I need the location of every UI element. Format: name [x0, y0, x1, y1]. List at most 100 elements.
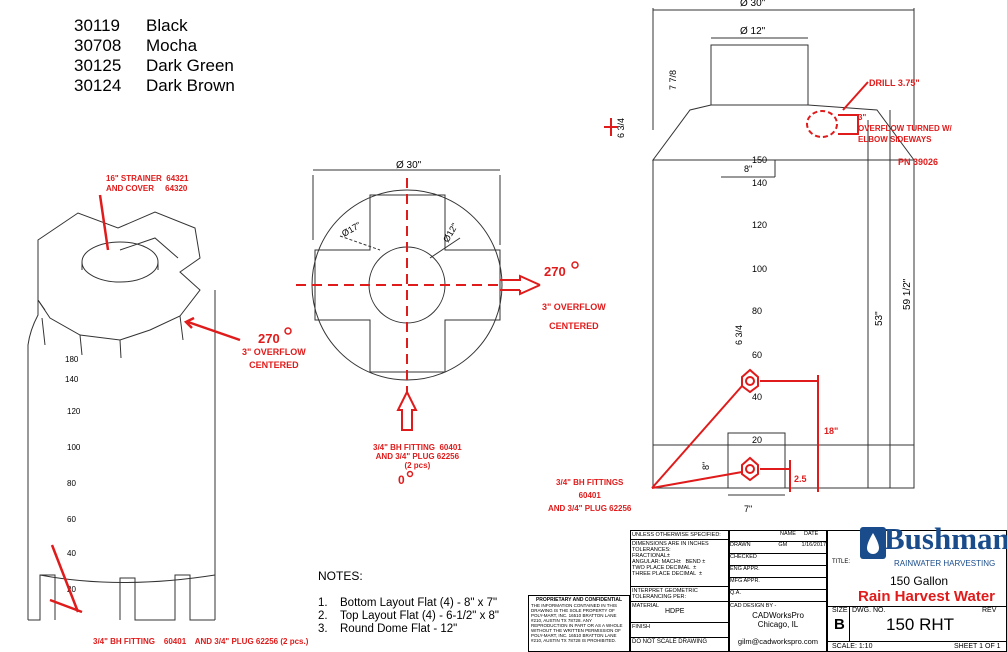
cad-city: Chicago, IL	[757, 620, 799, 629]
cad-email: gilm@cadworkspro.com	[737, 637, 819, 646]
iso-strainer-lid	[81, 241, 159, 283]
dwg-number: 150 RHT	[886, 615, 955, 634]
side-dim-7: 7"	[744, 504, 752, 514]
iso-scale-mark: 180	[65, 355, 79, 364]
side-scale-mark: 120	[752, 220, 767, 230]
note-num: 2.	[318, 610, 328, 622]
note-item: 2. Top Layout Flat (4) - 6-1/2" x 8"	[318, 610, 499, 623]
side-dia-30: Ø 30"	[740, 0, 766, 9]
drawn-date: 1/16/2017	[801, 542, 826, 548]
brand-name: Bushman	[884, 521, 1007, 556]
color-code: 30124	[74, 76, 122, 95]
material-label: MATERIAL	[632, 603, 660, 609]
top-dia-17: Ø17"	[340, 220, 363, 239]
top-overflow-label: 3" OVERFLOW CENTERED	[542, 302, 606, 331]
color-code: 30119	[74, 16, 121, 35]
name-header: NAME	[780, 531, 796, 537]
top-dia-30: Ø 30"	[396, 160, 422, 171]
note-num: 3.	[318, 623, 328, 635]
iso-tank-view	[27, 211, 216, 621]
material-cell: MATERIAL HDPE	[631, 602, 728, 623]
finish-label: FINISH	[631, 623, 728, 638]
title-box: TITLE: Bushman RAINWATER HARVESTING 150 …	[827, 521, 1007, 652]
degree-symbol	[406, 470, 414, 478]
side-dim-2-5: 2.5	[794, 474, 807, 484]
note-text: Bottom Layout Flat (4) - 8" x 7"	[340, 597, 498, 609]
rev-label: REV	[982, 607, 997, 614]
note-text: Top Layout Flat (4) - 6-1/2" x 8"	[340, 610, 500, 622]
iso-overflow-degree: 270	[258, 331, 280, 346]
note-num: 1.	[318, 597, 328, 609]
material-value: HDPE	[665, 608, 685, 615]
color-row: 30708 Mocha	[74, 36, 235, 56]
color-name: Dark Green	[146, 56, 234, 75]
color-name: Mocha	[146, 36, 198, 55]
cad-name: CADWorksPro	[752, 611, 804, 620]
iso-scale-mark: 40	[67, 549, 76, 558]
title-line1: 150 Gallon	[890, 574, 949, 588]
side-dia-12: Ø 12"	[740, 26, 766, 37]
dwg-label: DWG. NO.	[852, 607, 886, 614]
side-scale-marks: 150 140 120 100 80 60 40 20	[752, 155, 767, 445]
proprietary-heading: PROPRIETARY AND CONFIDENTIAL	[535, 597, 623, 603]
side-fitting-flat	[727, 432, 786, 489]
color-name: Dark Brown	[146, 76, 235, 95]
side-scale-mark: 20	[752, 435, 762, 445]
specs-box: UNLESS OTHERWISE SPECIFIED: DIMENSIONS A…	[630, 530, 729, 652]
side-drill-label: DRILL 3.75"	[869, 78, 920, 88]
brand-logo-icon	[860, 527, 886, 559]
color-code: 30708	[74, 36, 122, 55]
top-fitting-label: 3/4" BH FITTING 60401 AND 3/4" PLUG 6225…	[373, 443, 462, 470]
side-dim-6-3-4-b: 6 3/4	[734, 325, 744, 345]
top-dia-12: Ø12"	[441, 221, 460, 244]
top-red-markings	[296, 178, 541, 431]
side-scale-mark: 60	[752, 350, 762, 360]
side-red-markings	[604, 81, 869, 492]
degree-symbol	[284, 327, 292, 335]
side-dim-18: 18"	[824, 426, 838, 436]
side-neck	[710, 44, 809, 106]
side-fittings-label: 3/4" BH FITTINGS 60401 AND 3/4" PLUG 622…	[548, 478, 632, 513]
notes-heading: NOTES:	[318, 569, 363, 583]
side-dim-59: 59 1/2"	[902, 278, 913, 310]
unless-label: UNLESS OTHERWISE SPECIFIED:	[631, 531, 728, 540]
iso-overflow-label: 3" OVERFLOW CENTERED	[242, 347, 306, 370]
side-scale-mark: 100	[752, 264, 767, 274]
iso-scale-marks: 180 140 120 100 80 60 40 20	[65, 355, 81, 594]
title-block: PROPRIETARY AND CONFIDENTIAL THE INFORMA…	[528, 521, 1007, 652]
date-header: DATE	[804, 531, 819, 537]
divider	[828, 606, 1007, 607]
color-row: 30119 Black	[74, 16, 235, 36]
eng-label: ENG APPR.	[730, 566, 826, 578]
side-dim-53: 53"	[874, 311, 885, 326]
color-code: 30125	[74, 56, 122, 75]
proprietary-text: THE INFORMATION CONTAINED IN THIS DRAWIN…	[531, 603, 623, 643]
sheet-label: SHEET 1 OF 1	[954, 643, 1001, 650]
title-label: TITLE:	[832, 559, 851, 565]
iso-scale-mark: 140	[65, 375, 79, 384]
color-name: Black	[146, 16, 188, 35]
note-item: 1. Bottom Layout Flat (4) - 8" x 7"	[318, 597, 499, 610]
color-row: 30124 Dark Brown	[74, 76, 235, 96]
side-pn-label: PN 39026	[898, 157, 938, 167]
side-dim-8: 8"	[744, 164, 752, 174]
dims-label: DIMENSIONS ARE IN INCHES TOLERANCES: FRA…	[631, 540, 728, 587]
brand-subtitle: RAINWATER HARVESTING	[894, 559, 996, 568]
iso-fitting-label: 3/4" BH FITTING 60401 AND 3/4" PLUG 6225…	[93, 637, 309, 646]
scale-label: SCALE: 1:10	[832, 643, 873, 650]
iso-red-arrows	[49, 194, 241, 614]
side-scale-mark: 150	[752, 155, 767, 165]
note-item: 3. Round Dome Flat - 12"	[318, 623, 499, 636]
size-value: B	[834, 616, 845, 633]
note-text: Round Dome Flat - 12"	[340, 623, 458, 635]
top-overflow-degree: 270	[544, 264, 566, 279]
side-scale-mark: 140	[752, 178, 767, 188]
iso-scale-mark: 60	[67, 515, 76, 524]
approvals-header: NAME DATE	[730, 531, 826, 542]
side-scale-mark: 80	[752, 306, 762, 316]
side-dim-6-3-4: 6 3/4	[616, 118, 626, 138]
iso-scale-mark: 80	[67, 479, 76, 488]
